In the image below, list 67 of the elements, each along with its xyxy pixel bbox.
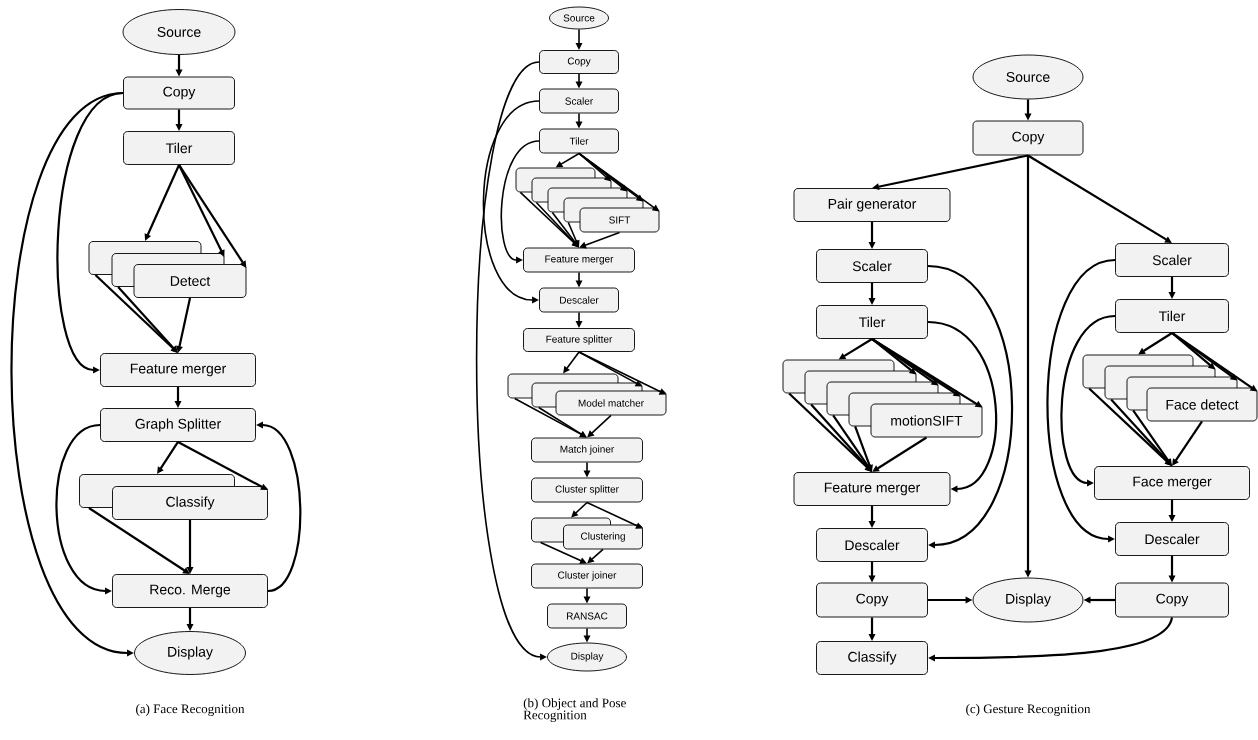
arrow [927, 320, 997, 493]
process-box: RANSAC [547, 603, 627, 629]
arrow [117, 286, 178, 353]
arrow [88, 507, 190, 574]
process-box: Copy [972, 120, 1084, 156]
process-box: Cluster splitter [531, 477, 643, 503]
ellipse-node: Source [549, 6, 609, 30]
arrow [1172, 420, 1203, 466]
arrow [586, 501, 643, 529]
process-box: Tiler [539, 128, 619, 154]
arrow [144, 164, 180, 241]
process-box: Reco. Merge [112, 574, 268, 608]
process-box: Copy [123, 76, 235, 110]
process-box: Classify [816, 641, 928, 675]
caption: (c) Gesture Recognition [966, 704, 1091, 716]
process-box: Feature merger [793, 472, 951, 506]
process-box: Clustering [563, 524, 643, 550]
caption: (a) Face Recognition [136, 704, 245, 716]
process-box: motionSIFT [870, 403, 983, 438]
arrow [1088, 387, 1172, 466]
arrow [810, 403, 872, 472]
process-box: Scaler [539, 88, 619, 114]
caption: (b) Object and Pose Recognition [523, 698, 626, 723]
process-box: Model matcher [555, 390, 667, 416]
arrow [1027, 154, 1172, 243]
process-box: Feature merger [523, 247, 635, 273]
process-box: Tiler [123, 131, 235, 165]
arrow [1110, 398, 1172, 466]
process-box: Scaler [816, 249, 928, 283]
process-box: Graph Splitter [100, 408, 256, 442]
process-box: Pair generator [793, 188, 951, 222]
process-box: Face detect [1146, 387, 1258, 422]
ellipse-node: Source [122, 9, 236, 55]
arrow [872, 436, 928, 472]
process-box: Match joiner [531, 437, 643, 463]
process-box: Detect [133, 264, 247, 298]
process-box: Descaler [1115, 522, 1229, 556]
process-box: Copy [539, 50, 619, 74]
process-box: Copy [1115, 582, 1229, 618]
ellipse-node: Source [972, 54, 1084, 100]
ellipse-node: Display [134, 631, 246, 675]
arrow [927, 264, 1014, 549]
arrow [1138, 332, 1173, 355]
arrow [587, 414, 612, 438]
process-box: Descaler [816, 528, 928, 562]
process-box: Tiler [816, 305, 928, 339]
process-box: Tiler [1115, 299, 1229, 333]
arrow [178, 164, 247, 268]
process-box: Scaler [1115, 243, 1229, 277]
process-box: Feature merger [100, 353, 256, 387]
process-box: SIFT [579, 207, 660, 233]
process-box: Cluster joiner [531, 563, 643, 589]
ellipse-node: Display [972, 577, 1084, 623]
arrow [1132, 409, 1172, 466]
process-box: Face merger [1094, 466, 1250, 500]
arrow [94, 274, 178, 353]
arrow [537, 406, 587, 438]
arrow [571, 501, 588, 518]
process-box: Feature splitter [523, 328, 635, 352]
arrow [157, 441, 179, 474]
process-box: Copy [816, 582, 928, 618]
arrow [788, 392, 872, 472]
arrow [587, 548, 604, 564]
process-box: Descaler [539, 287, 619, 313]
process-box: Classify [112, 486, 268, 520]
arrow [832, 414, 872, 472]
ellipse-node: Display [547, 642, 627, 672]
